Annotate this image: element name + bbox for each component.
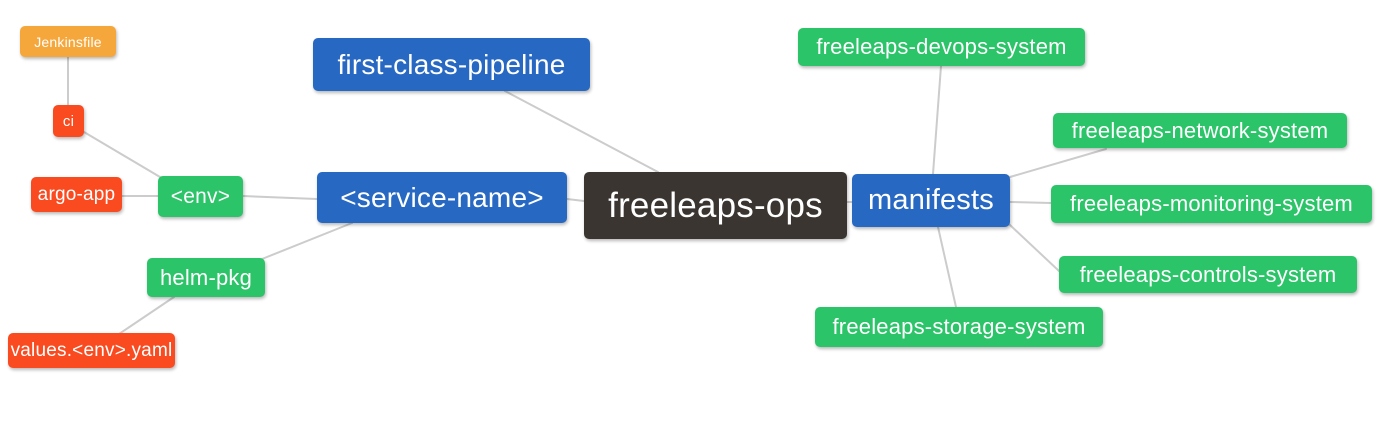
node-freeleaps-controls-system[interactable]: freeleaps-controls-system: [1059, 256, 1357, 293]
node-ci[interactable]: ci: [53, 105, 84, 137]
node-argo-app[interactable]: argo-app: [31, 177, 122, 212]
node-values-env-yaml[interactable]: values.<env>.yaml: [8, 333, 175, 368]
edge-helm-pkg-to-values-env-yaml: [118, 296, 175, 335]
node-jenkinsfile[interactable]: Jenkinsfile: [20, 26, 116, 57]
node-service-name[interactable]: <service-name>: [317, 172, 567, 223]
node-manifests[interactable]: manifests: [852, 174, 1010, 227]
node-env[interactable]: <env>: [158, 176, 243, 217]
node-freeleaps-network-system[interactable]: freeleaps-network-system: [1053, 113, 1347, 148]
edge-first-class-pipeline-to-freeleaps-ops: [504, 90, 659, 173]
edge-manifests-to-freeleaps-storage-system: [937, 226, 957, 308]
node-freeleaps-devops-system[interactable]: freeleaps-devops-system: [798, 28, 1085, 66]
node-first-class-pipeline[interactable]: first-class-pipeline: [313, 38, 590, 91]
node-freeleaps-monitoring-system[interactable]: freeleaps-monitoring-system: [1051, 185, 1372, 223]
edge-env-to-service-name: [242, 195, 318, 200]
node-freeleaps-storage-system[interactable]: freeleaps-storage-system: [815, 307, 1103, 347]
edge-manifests-to-freeleaps-devops-system: [932, 65, 942, 175]
edge-service-name-to-helm-pkg: [261, 222, 353, 260]
edge-ci-to-env: [83, 131, 161, 178]
node-helm-pkg[interactable]: helm-pkg: [147, 258, 265, 297]
node-freeleaps-ops[interactable]: freeleaps-ops: [584, 172, 847, 239]
edge-manifests-to-freeleaps-monitoring-system: [1009, 201, 1052, 204]
edge-service-name-to-freeleaps-ops: [566, 198, 585, 202]
edge-manifests-to-freeleaps-network-system: [1009, 148, 1107, 178]
edge-manifests-to-freeleaps-controls-system: [1009, 224, 1060, 272]
